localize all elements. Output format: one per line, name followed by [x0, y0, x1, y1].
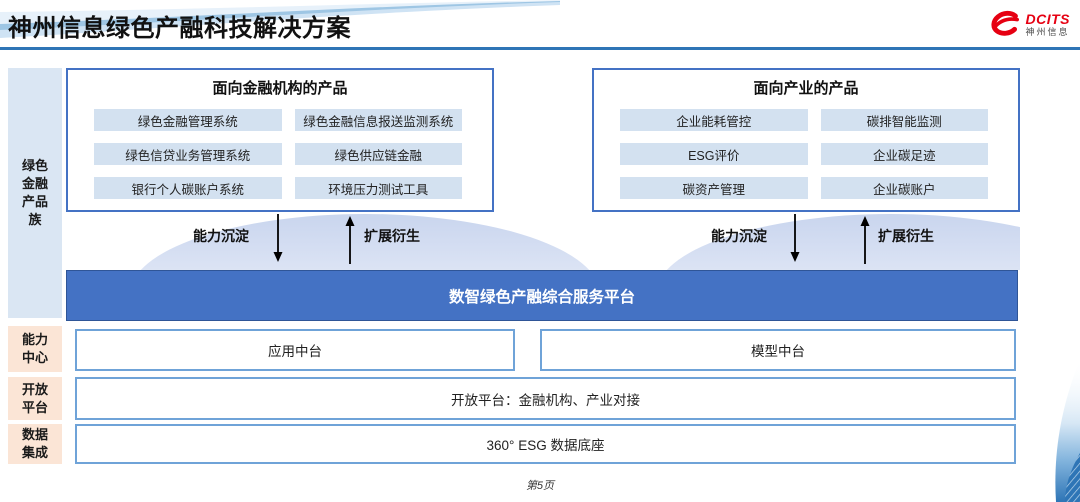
- capability-settle-label: 能力沉淀: [711, 228, 767, 244]
- product-chip: 企业能耗管控: [620, 109, 808, 131]
- model-middle-platform-label: 模型中台: [751, 344, 805, 359]
- logo-swoosh-icon: [990, 10, 1019, 36]
- rail-product-family-label: 绿色金融产品族: [21, 158, 48, 227]
- header-divider-line: [0, 47, 1080, 50]
- open-platform-label: 开放平台：金融机构、产业对接: [451, 392, 640, 408]
- finance-products-title: 面向金融机构的产品: [212, 80, 348, 97]
- arrow-up-icon: [860, 216, 870, 264]
- industry-products-box: 面向产业的产品 企业能耗管控 碳排智能监测 ESG评价 企业碳足迹 碳资产管理 …: [592, 68, 1020, 212]
- expand-derive-label: 扩展衍生: [364, 228, 420, 244]
- open-platform-box: 开放平台：金融机构、产业对接: [75, 377, 1016, 420]
- rail-capability-center: 能力中心: [8, 326, 62, 372]
- logo-brand-text: DCITS: [1025, 10, 1070, 27]
- model-middle-platform-box: 模型中台: [540, 329, 1016, 371]
- product-chip: 绿色金融信息报送监测系统: [294, 109, 462, 131]
- rail-data-integration: 数据集成: [8, 424, 62, 464]
- page-title: 神州信息绿色产融科技解决方案: [8, 15, 351, 42]
- product-chip: 企业碳账户: [820, 177, 988, 199]
- app-middle-platform-box: 应用中台: [75, 329, 515, 371]
- product-chip: 企业碳足迹: [820, 143, 988, 165]
- integrated-platform-label: 数智绿色产融综合服务平台: [448, 288, 635, 306]
- esg-data-base-label: 360° ESG 数据底座: [486, 438, 605, 453]
- product-chip: 绿色信贷业务管理系统: [94, 143, 282, 165]
- product-chip: 绿色供应链金融: [294, 143, 462, 165]
- arrow-down-icon: [273, 214, 283, 262]
- product-chip: 银行个人碳账户系统: [94, 177, 282, 199]
- industry-products-grid: 企业能耗管控 碳排智能监测 ESG评价 企业碳足迹 碳资产管理 企业碳账户: [620, 109, 988, 199]
- product-chip: 环境压力测试工具: [294, 177, 462, 199]
- integrated-platform-bar: 数智绿色产融综合服务平台: [66, 270, 1018, 321]
- company-logo: DCITS 神州信息: [986, 9, 1071, 39]
- rail-product-family: 绿色金融产品族: [8, 68, 62, 318]
- logo-cn-text: 神州信息: [1025, 26, 1070, 37]
- header-swoosh-decoration: [0, 0, 560, 38]
- rail-open-platform: 开放平台: [8, 377, 62, 420]
- product-chip: ESG评价: [620, 143, 808, 165]
- capability-settle-label: 能力沉淀: [193, 228, 249, 244]
- industry-products-title: 面向产业的产品: [753, 80, 859, 97]
- product-chip: 碳排智能监测: [820, 109, 988, 131]
- product-chip: 碳资产管理: [620, 177, 808, 199]
- product-chip: 绿色金融管理系统: [94, 109, 282, 131]
- corner-swoosh-decoration: [1055, 359, 1080, 502]
- expand-derive-label: 扩展衍生: [878, 228, 934, 244]
- arrow-down-icon: [790, 214, 800, 262]
- finance-products-box: 面向金融机构的产品 绿色金融管理系统 绿色金融信息报送监测系统 绿色信贷业务管理…: [66, 68, 494, 212]
- esg-data-base-box: 360° ESG 数据底座: [75, 424, 1016, 464]
- rail-open-platform-label: 开放平台: [21, 381, 48, 415]
- page-number: 第5页: [525, 480, 555, 492]
- rail-data-integration-label: 数据集成: [21, 427, 48, 460]
- finance-products-grid: 绿色金融管理系统 绿色金融信息报送监测系统 绿色信贷业务管理系统 绿色供应链金融…: [94, 109, 462, 199]
- dome-decoration-strip: [66, 212, 1020, 270]
- rail-capability-center-label: 能力中心: [21, 332, 48, 365]
- arrow-up-icon: [345, 216, 355, 264]
- app-middle-platform-label: 应用中台: [268, 344, 322, 359]
